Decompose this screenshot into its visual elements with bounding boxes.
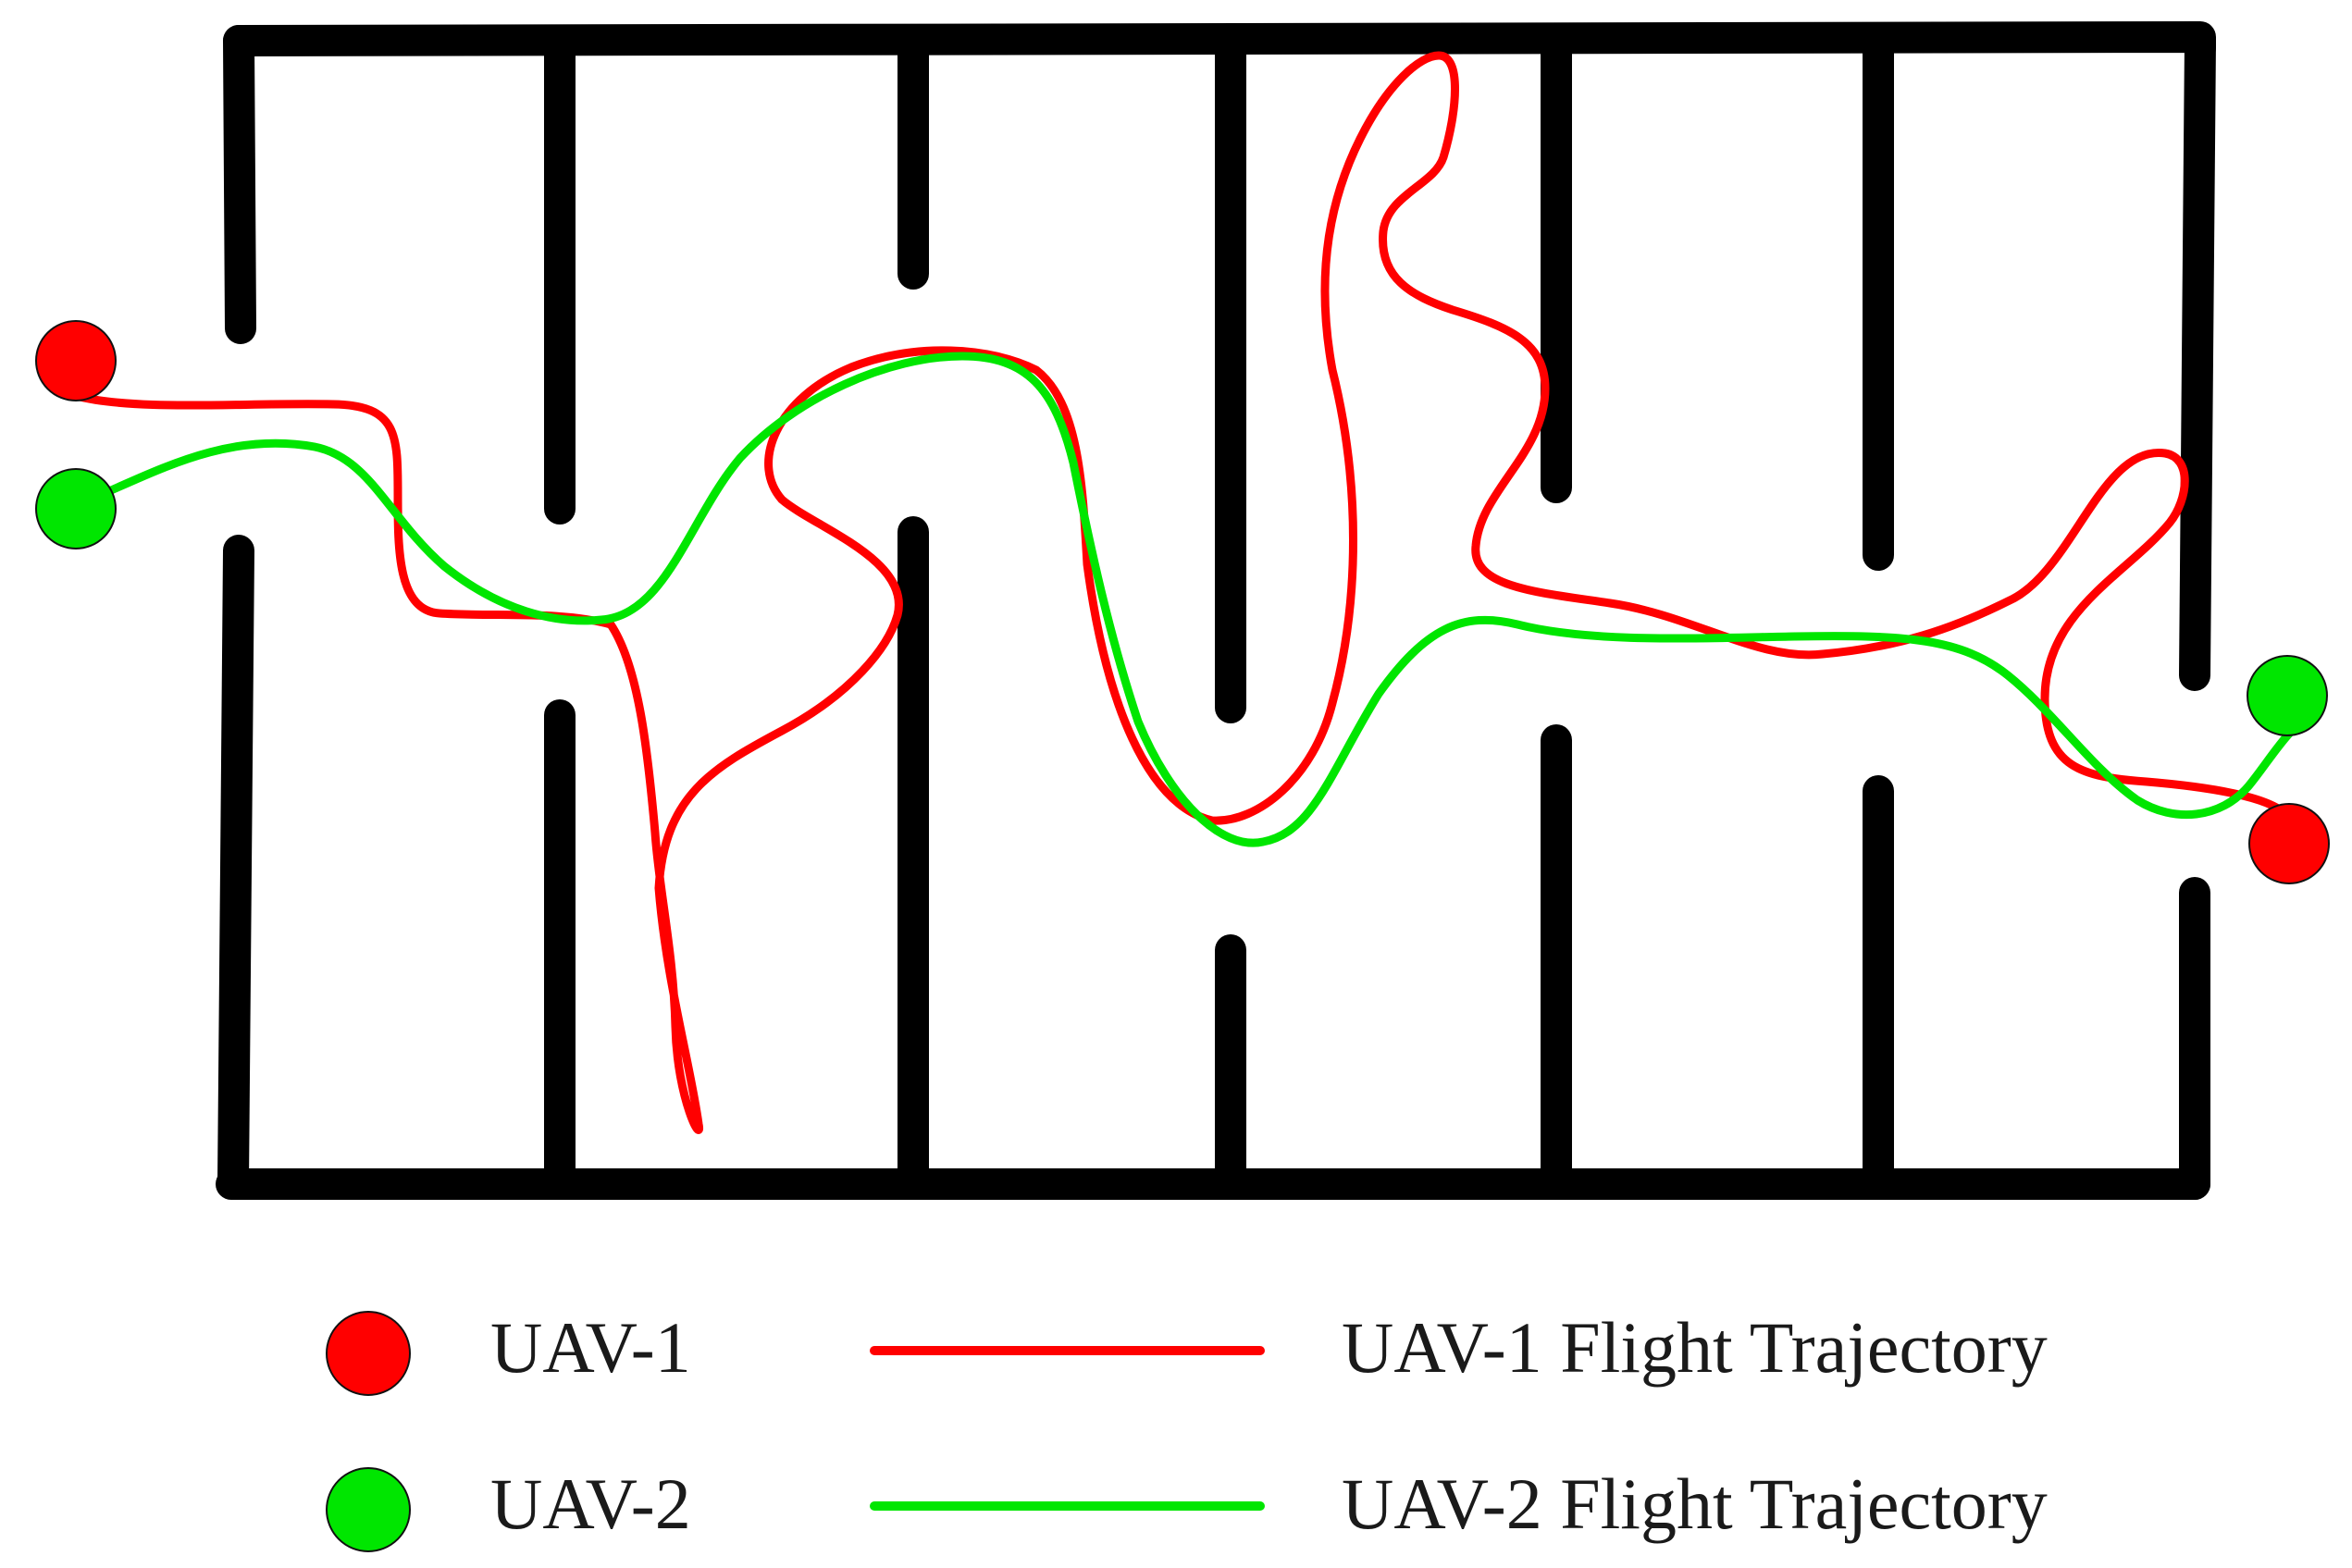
uav2-flight-trajectory bbox=[74, 352, 2295, 847]
maze-left-wall-lower bbox=[217, 535, 254, 1200]
uav2-end-marker bbox=[2247, 655, 2328, 736]
uav1-start-marker bbox=[35, 320, 117, 401]
uav2-start-marker bbox=[35, 468, 117, 549]
uav1-flight-trajectory bbox=[71, 51, 2290, 1134]
legend-uav1-trajectory-label: UAV-1 Flight Trajectory bbox=[1342, 1307, 2048, 1388]
maze-walls bbox=[216, 21, 2216, 1200]
legend: UAV-1 UAV-1 Flight Trajectory UAV-2 UAV-… bbox=[326, 1307, 2048, 1552]
legend-uav2-label: UAV-2 bbox=[490, 1463, 691, 1544]
uav1-end-marker bbox=[2248, 803, 2330, 884]
maze-left-wall-upper bbox=[223, 25, 256, 344]
legend-uav2-marker bbox=[326, 1467, 411, 1552]
legend-uav2-trajectory-label: UAV-2 Flight Trajectory bbox=[1342, 1463, 2048, 1544]
legend-uav1-label: UAV-1 bbox=[490, 1307, 691, 1388]
legend-uav1-marker bbox=[326, 1311, 411, 1396]
maze-right-wall-upper bbox=[2179, 25, 2216, 691]
